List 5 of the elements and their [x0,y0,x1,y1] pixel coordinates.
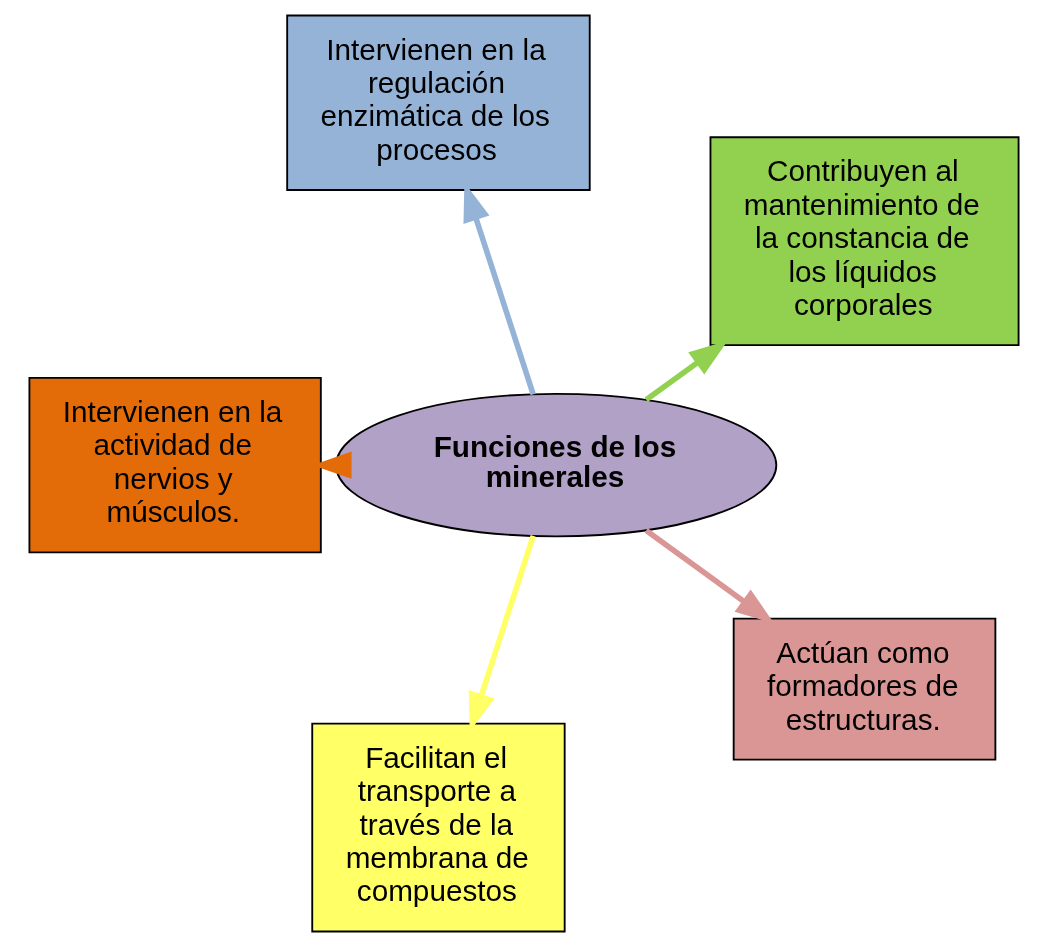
node-box: Intervienen en la regulación enzimática de los procesos [285,14,591,191]
node-box: Actúan como formadores de estructuras. [732,617,996,761]
node-box: Contribuyen al mantenimiento de la constancia de los líquidos corporales [709,136,1019,346]
node-box: Facilitan el transporte a través de la membrana de compuestos [310,722,566,933]
node-box: Intervienen en la actividad de nervios y músculos. [28,376,322,554]
